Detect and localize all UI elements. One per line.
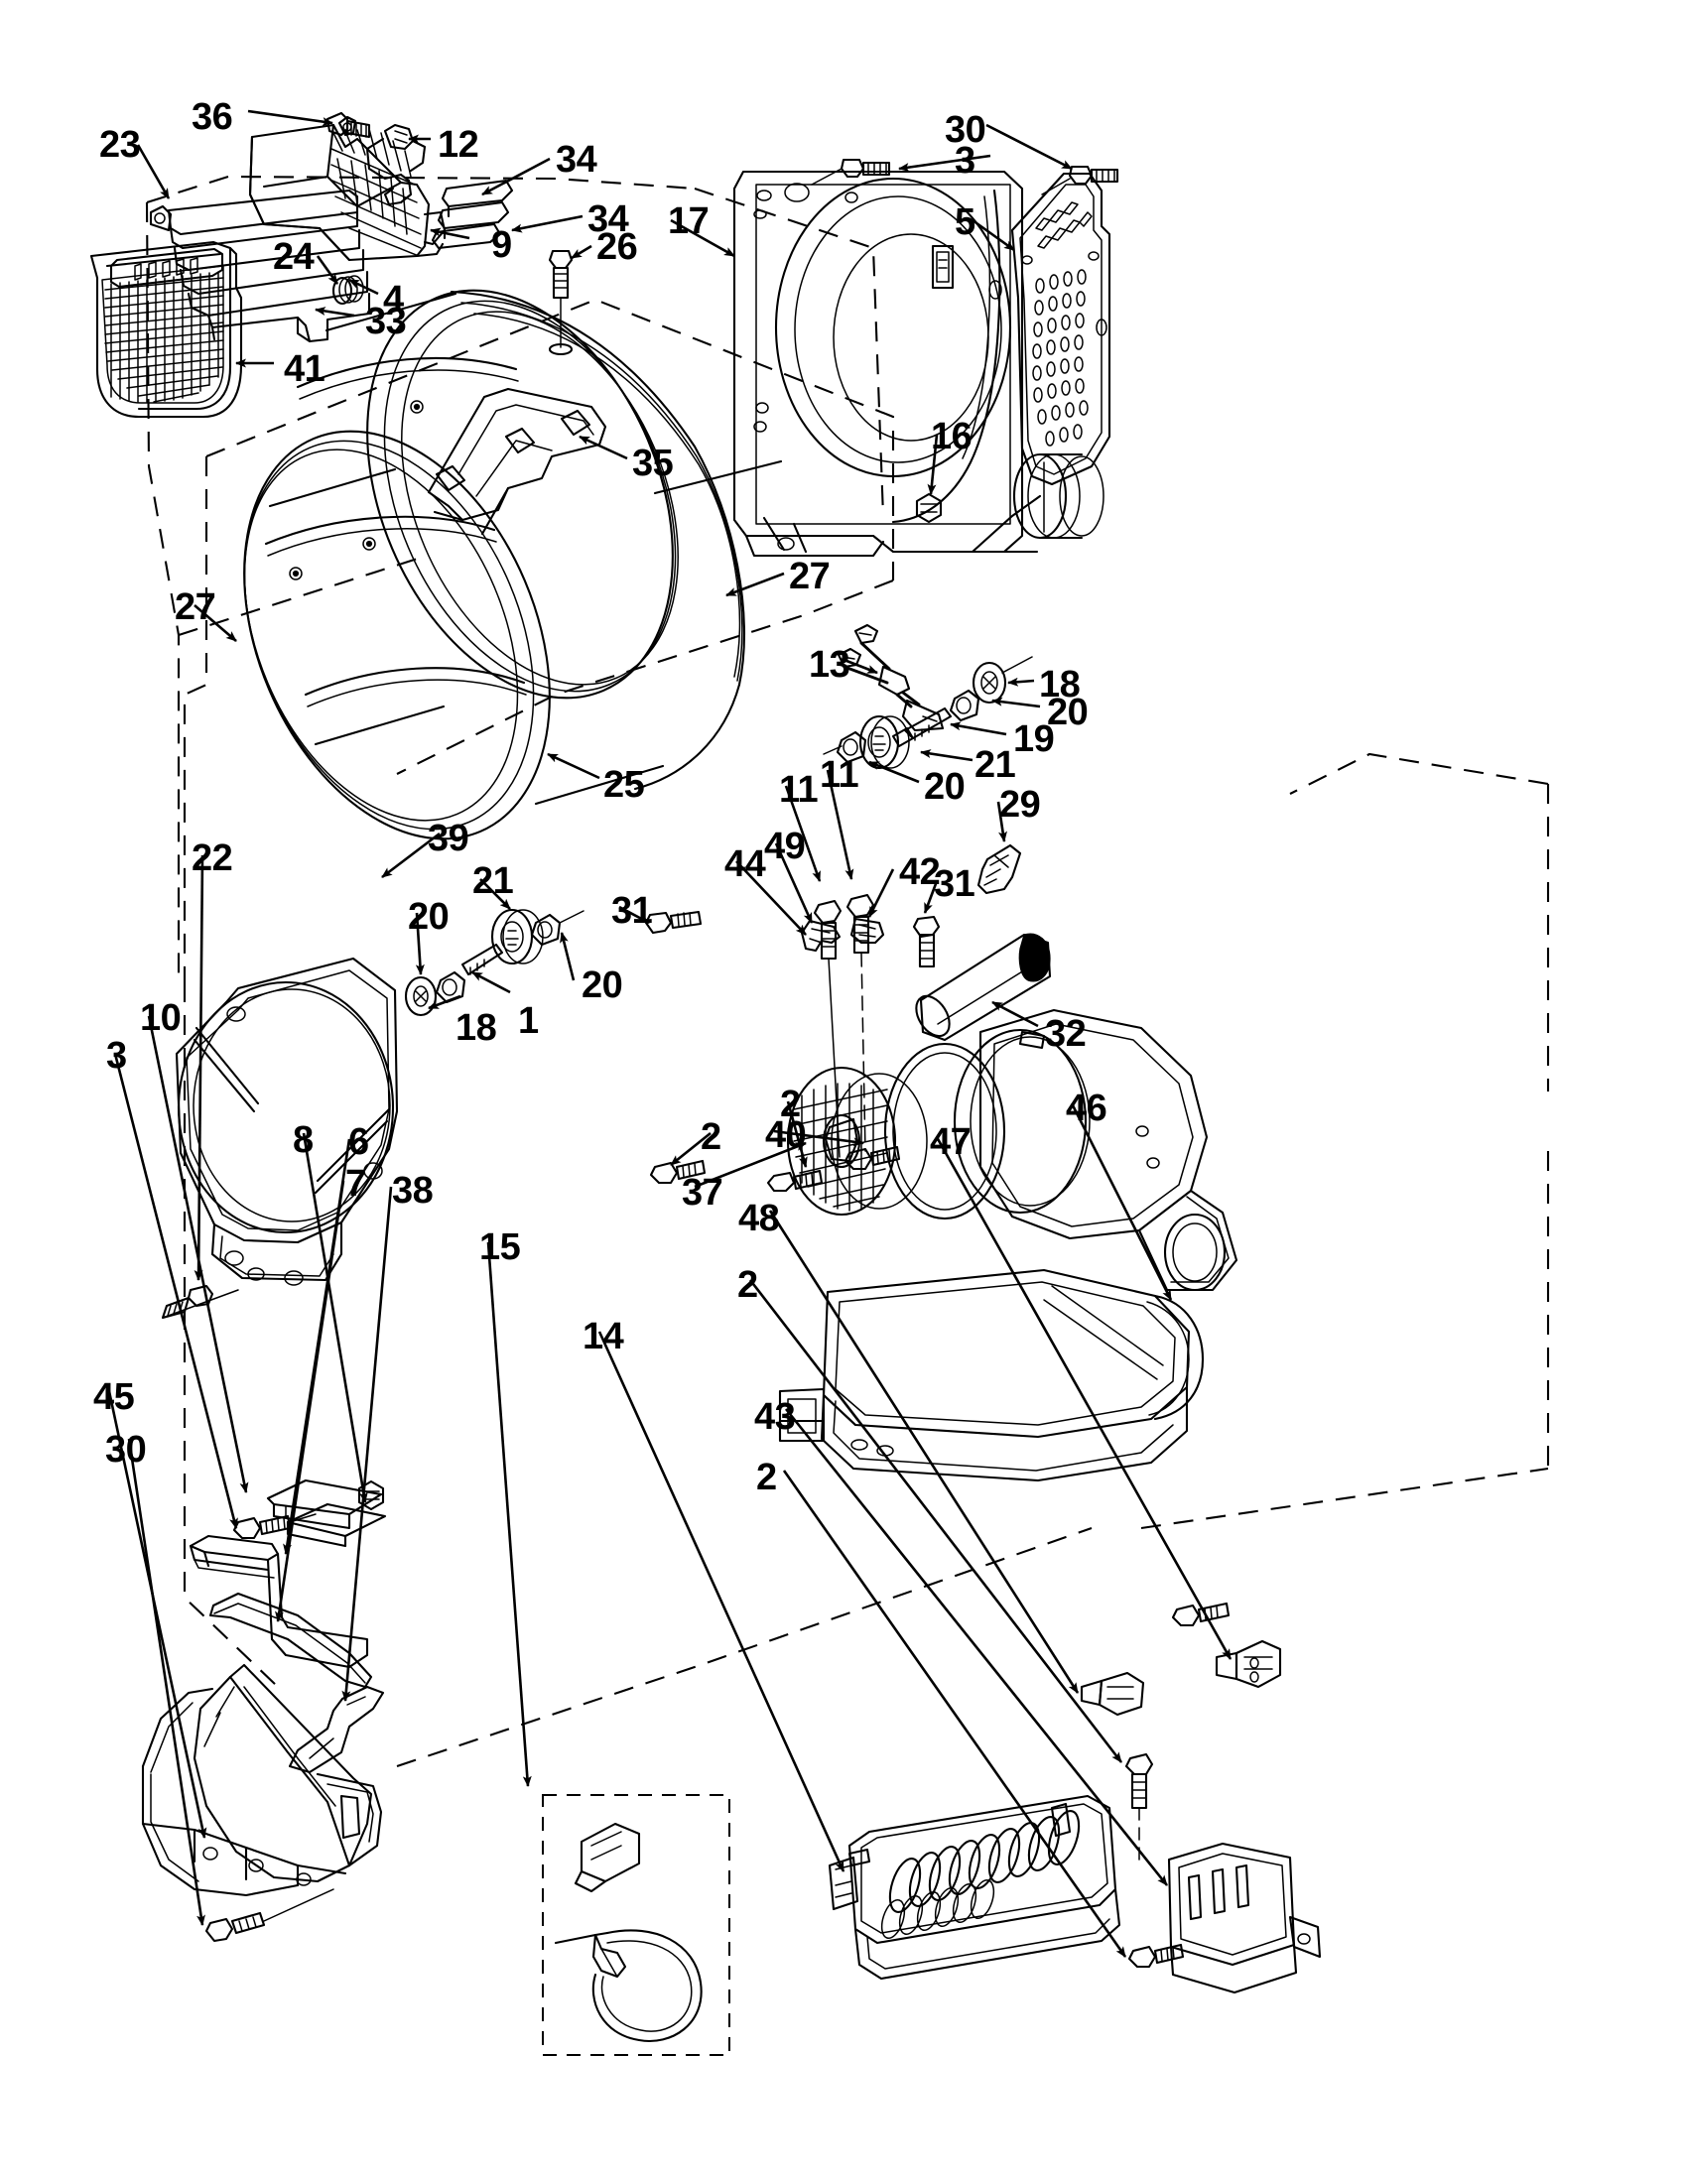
lint-duct-tray-art — [149, 189, 371, 343]
glide-pad-38-art — [288, 1685, 385, 1774]
callout-25[interactable]: 25 — [603, 764, 645, 806]
callout-20-rear-b[interactable]: 20 — [924, 766, 966, 808]
callout-2-c[interactable]: 2 — [737, 1264, 758, 1306]
callout-13[interactable]: 13 — [809, 644, 850, 686]
callout-27-front[interactable]: 27 — [175, 586, 216, 628]
callout-26[interactable]: 26 — [596, 226, 638, 268]
callout-46[interactable]: 46 — [1066, 1088, 1107, 1129]
callout-49[interactable]: 49 — [764, 826, 806, 867]
callout-30-upper[interactable]: 30 — [945, 109, 986, 151]
front-duct-assembly-art — [141, 1663, 383, 1943]
lint-screen-art — [89, 240, 243, 419]
callout-18-front[interactable]: 18 — [455, 1007, 497, 1049]
harness-12-art — [365, 123, 427, 206]
leader-lines — [107, 109, 1233, 1958]
glide-bracket-art — [232, 1478, 387, 1548]
screw-36-art — [325, 111, 371, 139]
callout-24[interactable]: 24 — [273, 236, 315, 278]
heater-duct-housing-art — [778, 1268, 1282, 1866]
callout-1[interactable]: 1 — [518, 1000, 539, 1042]
callout-36[interactable]: 36 — [192, 96, 233, 138]
callout-45[interactable]: 45 — [93, 1376, 135, 1418]
callout-19[interactable]: 19 — [1013, 718, 1055, 760]
callout-11-b[interactable]: 11 — [820, 754, 859, 796]
callout-18-rear[interactable]: 18 — [1039, 664, 1081, 706]
callout-2-d[interactable]: 2 — [756, 1457, 777, 1498]
callout-11-a[interactable]: 11 — [779, 769, 819, 811]
callout-21-front[interactable]: 21 — [472, 860, 514, 902]
callout-8[interactable]: 8 — [293, 1119, 314, 1161]
callout-47[interactable]: 47 — [930, 1121, 972, 1163]
blower-assembly-art — [644, 843, 1238, 1292]
callout-29[interactable]: 29 — [999, 784, 1041, 826]
callout-35[interactable]: 35 — [632, 443, 674, 484]
callout-48[interactable]: 48 — [738, 1198, 780, 1239]
callout-33[interactable]: 33 — [365, 301, 407, 342]
callout-38[interactable]: 38 — [392, 1170, 434, 1212]
callout-43[interactable]: 43 — [754, 1396, 796, 1438]
callout-20-front-b[interactable]: 20 — [582, 964, 623, 1006]
exhaust-vent-grille-art — [1010, 165, 1119, 486]
callout-30-lower[interactable]: 30 — [105, 1429, 147, 1471]
callout-40[interactable]: 40 — [765, 1114, 807, 1156]
front-roller-assembly-art — [404, 908, 584, 1017]
callout-4[interactable]: 4 — [383, 279, 404, 321]
callout-12[interactable]: 12 — [438, 124, 479, 166]
callout-9[interactable]: 9 — [491, 224, 512, 266]
rear-bulkhead-art — [732, 158, 1024, 558]
callout-23[interactable]: 23 — [99, 124, 141, 166]
callout-6[interactable]: 6 — [348, 1121, 369, 1163]
callout-20-front-a[interactable]: 20 — [408, 896, 450, 938]
callout-39[interactable]: 39 — [428, 818, 469, 859]
callout-3-upper[interactable]: 3 — [955, 140, 975, 182]
callout-32[interactable]: 32 — [1045, 1013, 1087, 1055]
grommet-33-art — [331, 275, 364, 306]
callout-41[interactable]: 41 — [284, 348, 325, 390]
outlet-duct-grille-art — [248, 115, 447, 262]
wire-tie-kit-inset-art — [542, 1794, 730, 2056]
callout-34-lower[interactable]: 34 — [587, 198, 629, 240]
callout-37[interactable]: 37 — [682, 1172, 723, 1214]
exhaust-duct-tube-art — [915, 933, 1052, 1042]
callout-3-lower[interactable]: 3 — [106, 1035, 127, 1077]
callout-15[interactable]: 15 — [479, 1226, 521, 1268]
callout-2-a[interactable]: 2 — [780, 1084, 801, 1125]
harness-13-art — [837, 623, 945, 732]
callout-31-a[interactable]: 31 — [611, 890, 653, 932]
callout-10[interactable]: 10 — [140, 997, 182, 1039]
callout-31-b[interactable]: 31 — [934, 863, 975, 905]
callout-34-upper[interactable]: 34 — [556, 139, 597, 181]
callout-7[interactable]: 7 — [345, 1163, 366, 1205]
callout-2-b[interactable]: 2 — [701, 1116, 721, 1158]
callout-16[interactable]: 16 — [931, 416, 973, 457]
callout-42[interactable]: 42 — [899, 851, 941, 893]
callout-44[interactable]: 44 — [724, 843, 766, 885]
callout-21-rear[interactable]: 21 — [974, 744, 1016, 786]
callout-27-rear[interactable]: 27 — [789, 556, 831, 597]
callout-5[interactable]: 5 — [955, 201, 975, 243]
callout-22[interactable]: 22 — [192, 837, 233, 879]
callout-14[interactable]: 14 — [583, 1316, 624, 1357]
heating-element-art — [828, 1794, 1322, 1994]
callout-20-rear-a[interactable]: 20 — [1047, 692, 1089, 733]
bulkhead-exhaust-outlet — [971, 452, 1104, 554]
drum-art — [243, 249, 783, 840]
callout-17[interactable]: 17 — [668, 200, 710, 242]
